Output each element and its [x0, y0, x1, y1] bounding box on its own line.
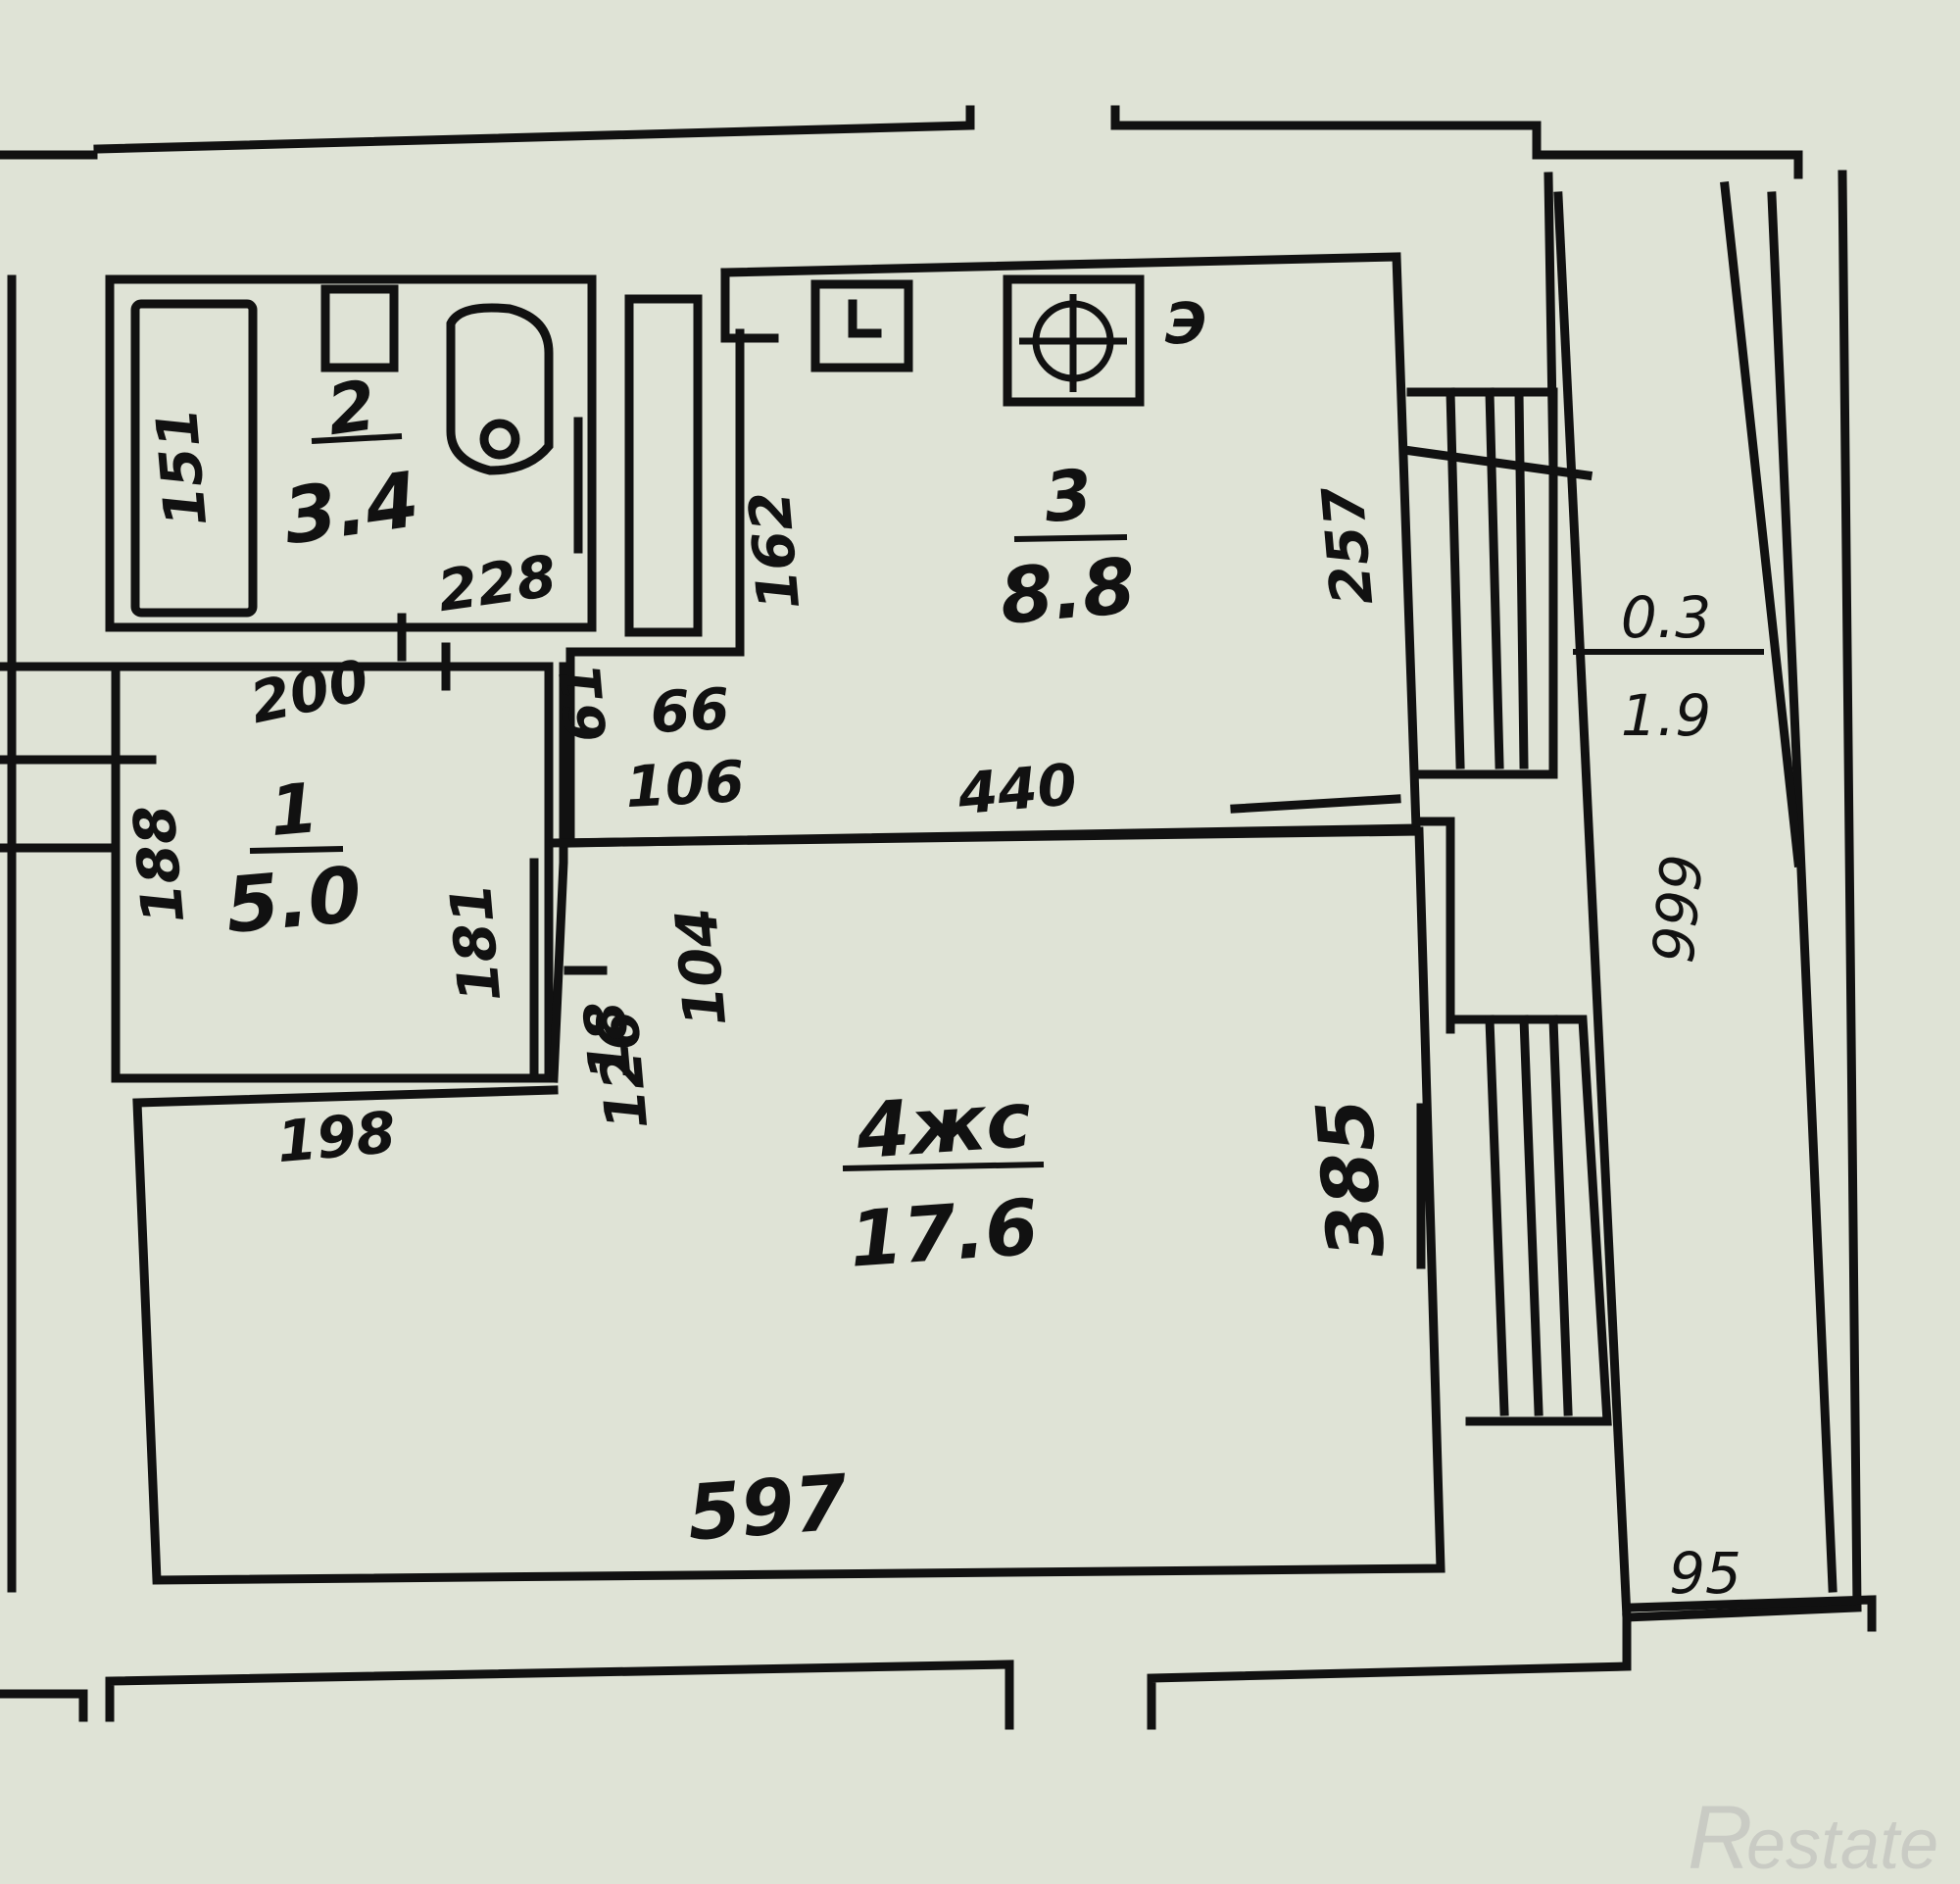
- wall-bottom-right: [1147, 1617, 1632, 1730]
- wall-bottom-stub: [0, 1689, 88, 1722]
- wall-bottom-left: [105, 1660, 1014, 1730]
- dim-kitchen-bottom: 440: [955, 751, 1080, 827]
- dim-bath-width: 228: [434, 542, 561, 624]
- balcony-outer-wall: [1622, 170, 1862, 1622]
- bathtub: [130, 299, 258, 618]
- sink: [320, 284, 399, 372]
- balcony-number: 0.3: [1621, 584, 1711, 651]
- toilet: [446, 303, 554, 475]
- dim-bath-length: 151: [143, 405, 220, 529]
- wall-top-right: [1110, 105, 1803, 179]
- hall-fraction-bar: [249, 846, 344, 854]
- bathroom-area: 3.4: [278, 456, 424, 562]
- dim-living-bottom: 597: [685, 1459, 851, 1558]
- balcony-bottom: [1628, 1595, 1877, 1632]
- dim-kitchen-right: 257: [1309, 483, 1386, 608]
- hall-area: 5.0: [222, 851, 366, 951]
- balcony-outer-line: [1767, 191, 1838, 1593]
- wall-top-left: [93, 105, 975, 154]
- stove-burners: [1019, 294, 1127, 392]
- living-window-glazing: [1485, 1015, 1573, 1416]
- kitchen-window-sill: [1405, 445, 1593, 481]
- stove-label: Э: [1165, 290, 1207, 357]
- toilet-drain: [479, 419, 520, 460]
- balcony-rail: [1720, 181, 1803, 868]
- dim-living-right: 385: [1300, 1095, 1402, 1262]
- dim-hall-small-3: 61: [547, 661, 620, 745]
- fraction-bars: [249, 433, 1764, 1171]
- living-window-frame: [1446, 1015, 1612, 1426]
- living-walls: [132, 826, 1446, 1585]
- dim-hall-left: 188: [121, 802, 197, 926]
- bathroom-walls: [105, 274, 597, 632]
- living-fraction-bar: [842, 1162, 1045, 1171]
- kitchen-corner: [720, 268, 779, 343]
- balcony-inner-wall: [1553, 191, 1632, 1622]
- bathroom-fraction-bar: [311, 433, 403, 444]
- closet: [624, 294, 703, 637]
- dim-balcony-length: 666: [1638, 852, 1713, 966]
- bathroom-number: 2: [322, 365, 381, 451]
- dim-corridor-2: 104: [662, 905, 739, 1029]
- balcony-area: 1.9: [1621, 682, 1711, 749]
- walls: [0, 105, 1877, 1730]
- hall-number: 1: [267, 768, 321, 852]
- kitchen-counter-mark: [1230, 794, 1401, 814]
- living-balcony-door: [1411, 817, 1455, 1034]
- kitchen-area: 8.8: [997, 542, 1140, 642]
- dim-corridor-3: 18: [571, 999, 645, 1083]
- stove: [1003, 274, 1145, 407]
- dim-living-top: 198: [274, 1099, 399, 1175]
- dim-corridor-1: 126: [584, 1008, 661, 1132]
- dim-hall-small-1: 66: [649, 675, 731, 746]
- dim-hall-small-2: 106: [624, 748, 746, 820]
- dim-hall-right: 181: [437, 880, 514, 1005]
- living-number: 4жс: [853, 1076, 1034, 1176]
- dim-kitchen-left: 162: [736, 488, 812, 613]
- kitchen-fraction-bar: [1013, 534, 1128, 542]
- hall-walls: [0, 662, 554, 1083]
- dim-balcony-bottom: 95: [1669, 1540, 1741, 1607]
- kitchen-window-frame: [1406, 387, 1558, 779]
- kitchen-sink: [810, 279, 913, 372]
- hall-right-wall: [549, 662, 568, 1083]
- kitchen-sink-tap: [848, 299, 882, 338]
- living-area: 17.6: [847, 1183, 1041, 1284]
- kitchen-number: 3: [1041, 454, 1096, 538]
